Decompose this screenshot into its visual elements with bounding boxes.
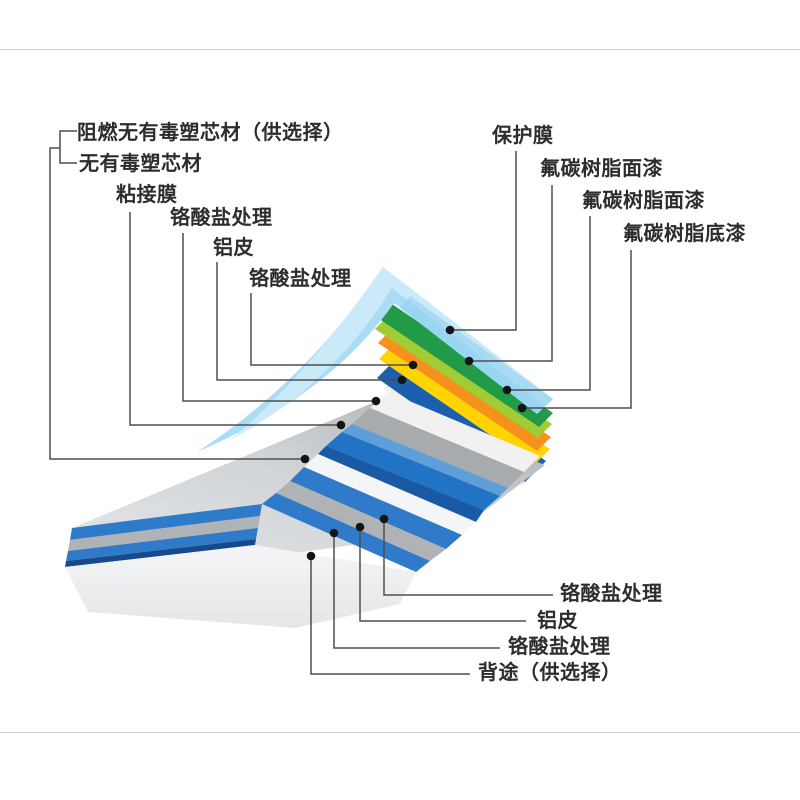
stair-blue-2 — [262, 493, 430, 572]
left-end-band-gray — [68, 516, 260, 551]
leader-aluminum-1 — [216, 262, 400, 381]
adhesive-slab-front — [318, 446, 484, 522]
dot-protective-film — [445, 325, 455, 335]
leader-core-bracket — [59, 130, 77, 164]
leader-protective-film — [452, 151, 517, 331]
label-back-coating: 背途（供选择） — [478, 660, 622, 684]
sheet-chromate-yellow — [379, 343, 550, 465]
left-end-band-blue-2 — [66, 528, 258, 561]
leader-dots — [300, 325, 527, 561]
dot-chromate-2 — [408, 360, 418, 370]
leader-back-coating — [310, 558, 470, 675]
label-aluminum-skin-2: 铝皮 — [537, 608, 578, 632]
left-end-band-blue-1 — [70, 504, 262, 540]
dot-core — [300, 454, 310, 464]
leader-chromate-4 — [333, 535, 500, 649]
label-aluminum-skin-1: 铝皮 — [213, 235, 254, 259]
dot-chromate-3 — [379, 514, 389, 524]
leader-topcoat-1 — [471, 185, 553, 362]
bottom-slab — [65, 545, 416, 628]
leader-adhesive-film — [129, 212, 339, 426]
top-divider-rule — [0, 49, 800, 50]
dot-aluminum-1 — [397, 375, 407, 385]
label-non-toxic-core: 无有毒塑芯材 — [79, 151, 202, 175]
dot-primer — [517, 403, 527, 413]
leader-chromate-1 — [182, 233, 374, 402]
label-chromate-treatment-1: 铬酸盐处理 — [170, 205, 273, 229]
body-white-band — [370, 392, 540, 472]
adhesive-slab-top-edge — [342, 424, 508, 496]
core-white-edge-band — [304, 454, 476, 535]
label-fluorocarbon-primer: 氟碳树脂底漆 — [623, 221, 746, 245]
leader-aluminum-2 — [359, 529, 526, 622]
dot-topcoat-1 — [464, 356, 474, 366]
sheet-protective-film-edge — [400, 296, 553, 414]
stair-blue-1 — [290, 467, 462, 549]
dot-adhesive-film — [336, 420, 346, 430]
label-flame-retardant-core: 阻燃无有毒塑芯材（供选择） — [77, 120, 344, 144]
sheet-topcoat-green — [372, 300, 553, 427]
leader-chromate-3 — [383, 521, 553, 596]
stair-gray — [276, 481, 446, 561]
panel-body — [65, 392, 545, 628]
label-fluorocarbon-topcoat-1: 氟碳树脂面漆 — [540, 156, 663, 180]
dot-chromate-4 — [329, 528, 339, 538]
label-protective-film: 保护膜 — [492, 123, 554, 147]
dot-chromate-1 — [371, 396, 381, 406]
leader-chromate-2 — [250, 293, 411, 366]
dot-topcoat-2 — [502, 385, 512, 395]
label-chromate-treatment-2: 铬酸盐处理 — [249, 266, 352, 290]
adhesive-slab-top — [326, 432, 500, 510]
leader-topcoat-2 — [509, 216, 591, 391]
dot-back-coating — [306, 551, 316, 561]
leader-primer — [524, 250, 632, 409]
leader-core — [49, 147, 303, 460]
label-fluorocarbon-topcoat-2: 氟碳树脂面漆 — [582, 188, 705, 212]
leader-lines — [49, 130, 632, 675]
left-end-band-navy — [65, 539, 256, 567]
label-chromate-treatment-4: 铬酸盐处理 — [508, 634, 611, 658]
dot-aluminum-2 — [355, 522, 365, 532]
label-adhesive-film: 粘接膜 — [116, 182, 178, 206]
body-gray-band — [352, 408, 524, 488]
peeled-sheet-stack — [197, 267, 553, 486]
bottom-divider-rule — [0, 732, 800, 733]
label-chromate-treatment-3: 铬酸盐处理 — [560, 581, 663, 605]
